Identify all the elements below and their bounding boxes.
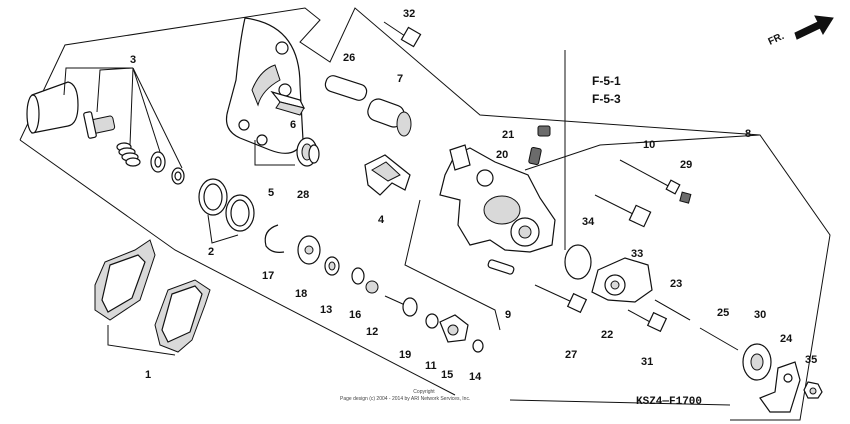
part-label-2: 2 xyxy=(208,246,214,258)
part-label-20: 20 xyxy=(496,149,508,161)
part-33-bolt xyxy=(594,194,652,228)
part-11-ring xyxy=(425,313,439,329)
part-27-bolt xyxy=(534,284,588,314)
part-label-6: 6 xyxy=(290,119,296,131)
part-31-bolt xyxy=(627,309,668,333)
part-9-clip xyxy=(487,259,515,275)
part-label-8: 8 xyxy=(745,128,751,140)
reference-label-f5-3: F-5-3 xyxy=(592,92,621,106)
part-25-rod xyxy=(699,327,739,351)
part-label-27: 27 xyxy=(565,349,577,361)
part-label-14: 14 xyxy=(469,371,482,383)
part-35-nut xyxy=(803,381,823,399)
front-direction-indicator: FR. xyxy=(767,15,834,48)
part-label-32: 32 xyxy=(403,8,415,20)
copyright-line-2: Page design (c) 2004 - 2014 by ARI Netwo… xyxy=(340,396,470,402)
front-arrow-icon xyxy=(794,15,834,40)
part-label-10: 10 xyxy=(643,139,655,151)
part-17-circlip xyxy=(264,224,285,253)
group-outline-lines xyxy=(19,7,831,421)
part-13-collar xyxy=(324,256,340,276)
part-label-31: 31 xyxy=(641,356,653,368)
part-label-17: 17 xyxy=(262,270,274,282)
part-label-1: 1 xyxy=(145,369,151,381)
part-label-24: 24 xyxy=(780,333,793,345)
part-2-seals xyxy=(198,178,255,244)
part-label-22: 22 xyxy=(601,329,613,341)
part-label-30: 30 xyxy=(754,309,766,321)
part-16-washer xyxy=(351,267,365,285)
part-label-33: 33 xyxy=(631,248,643,260)
part-label-13: 13 xyxy=(320,304,332,316)
part-label-15: 15 xyxy=(441,369,453,381)
part-14-washer xyxy=(472,339,484,353)
part-5-bracket xyxy=(225,17,304,166)
copyright-line-1: Copyright xyxy=(413,389,435,395)
part-28-boot xyxy=(296,137,320,167)
part-8-caliper-body xyxy=(439,144,556,253)
part-label-29: 29 xyxy=(680,159,692,171)
part-label-23: 23 xyxy=(670,278,682,290)
part-19-screw xyxy=(384,295,418,317)
part-15-adjuster xyxy=(439,314,469,343)
part-label-18: 18 xyxy=(295,288,307,300)
part-label-11: 11 xyxy=(425,360,437,372)
part-label-34: 34 xyxy=(582,216,595,228)
part-label-28: 28 xyxy=(297,189,309,201)
part-label-3: 3 xyxy=(130,54,136,66)
part-label-25: 25 xyxy=(717,307,729,319)
part-label-4: 4 xyxy=(378,214,385,226)
part-label-19: 19 xyxy=(399,349,411,361)
front-direction-label: FR. xyxy=(767,31,786,48)
part-24-bracket xyxy=(759,361,801,413)
part-label-5: 5 xyxy=(268,187,274,199)
part-12-washer xyxy=(365,280,379,294)
part-20-bleeder xyxy=(528,147,542,165)
part-label-16: 16 xyxy=(349,309,361,321)
part-label-26: 26 xyxy=(343,52,355,64)
part-1-brake-pads xyxy=(94,239,211,356)
part-label-21: 21 xyxy=(502,129,514,141)
part-32-bolt xyxy=(383,21,422,48)
spring xyxy=(116,142,141,167)
part-3-assembly xyxy=(26,67,185,185)
part-23-spring xyxy=(654,299,691,321)
part-4-pad-spring xyxy=(364,154,411,196)
part-34-o-ring xyxy=(564,244,592,280)
part-10-bolt xyxy=(619,159,681,195)
part-29-nut xyxy=(679,191,692,204)
diagram-code: KSZ4—F1700 xyxy=(636,396,702,408)
part-18-plate xyxy=(297,235,321,265)
part-number-labels: 1 2 3 4 5 6 7 8 9 10 11 12 13 14 15 16 1… xyxy=(130,8,817,383)
part-label-35: 35 xyxy=(805,354,817,366)
part-6-clip xyxy=(270,90,306,116)
part-26-pin xyxy=(324,75,368,101)
reference-label-f5-1: F-5-1 xyxy=(592,74,621,88)
part-21-bleeder-cap xyxy=(537,125,551,137)
part-label-7: 7 xyxy=(397,73,403,85)
part-30-roller xyxy=(742,343,772,381)
part-label-9: 9 xyxy=(505,309,511,321)
part-7-pin xyxy=(367,98,412,137)
part-22-housing xyxy=(591,257,653,303)
part-label-12: 12 xyxy=(366,326,378,338)
